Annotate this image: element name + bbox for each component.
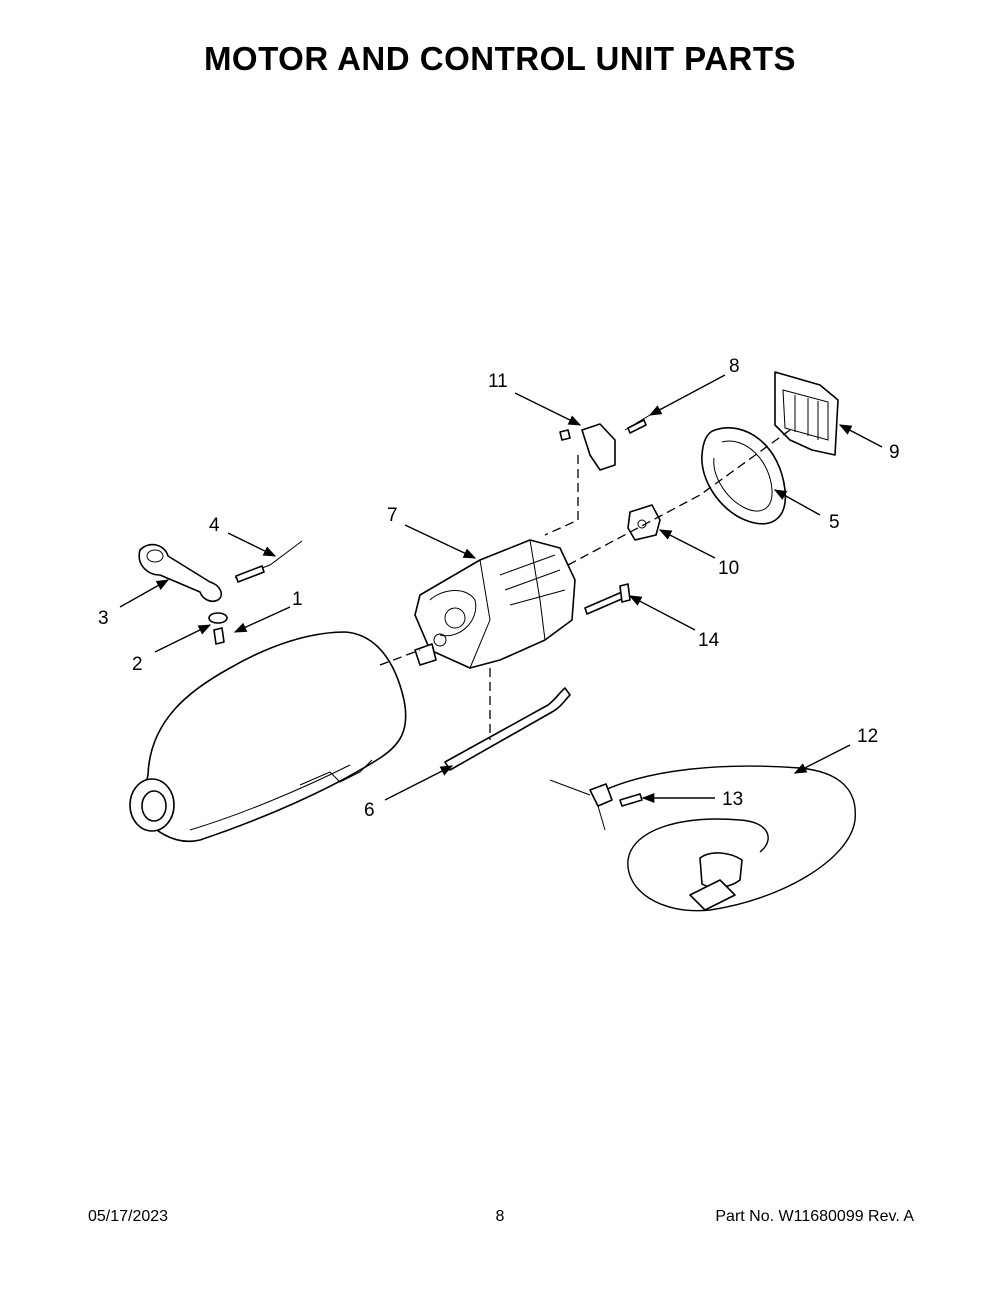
- part-9-control-board: [774, 371, 839, 456]
- part-10-bracket: [627, 504, 661, 541]
- part-6-rod: [444, 687, 571, 771]
- leader-12: [793, 744, 851, 774]
- leader-3: [119, 579, 170, 608]
- callout-12: 12: [857, 726, 878, 747]
- leader-8: [648, 374, 726, 416]
- callout-1: 1: [292, 589, 303, 610]
- leader-1: [233, 606, 291, 633]
- callout-13: 13: [722, 789, 743, 810]
- callout-7: 7: [387, 505, 398, 526]
- footer-part-number: Part No. W11680099 Rev. A: [715, 1208, 914, 1225]
- callout-5: 5: [829, 512, 840, 533]
- assembly-line-11-7: [544, 455, 579, 536]
- motor-housing: [129, 631, 407, 843]
- leader-lines: [119, 374, 883, 804]
- callout-8: 8: [729, 356, 740, 377]
- part-12-power-cord: [604, 765, 856, 912]
- part-13-strain-relief: [549, 779, 643, 831]
- leader-11: [514, 392, 582, 426]
- assembly-line-7-5: [567, 429, 791, 566]
- leader-7: [404, 524, 477, 559]
- callout-10: 10: [718, 558, 739, 579]
- leader-2: [154, 624, 212, 653]
- leader-5: [773, 489, 821, 516]
- footer-date: 05/17/2023: [88, 1208, 169, 1225]
- part-4-spring: [234, 540, 303, 583]
- callout-14: 14: [698, 630, 720, 651]
- callout-11: 11: [488, 371, 508, 392]
- part-11-clip: [559, 423, 616, 471]
- part-8-spring: [624, 414, 651, 434]
- leader-14: [628, 595, 696, 631]
- leader-10: [658, 529, 716, 559]
- part-14-bolt: [584, 583, 631, 615]
- part-1-2-screw-washer: [208, 612, 228, 645]
- leader-4: [227, 532, 277, 557]
- callout-3: 3: [98, 608, 109, 629]
- callout-6: 6: [364, 800, 375, 821]
- leader-6: [384, 765, 454, 801]
- part-7-motor: [414, 539, 576, 669]
- callout-4: 4: [209, 515, 220, 536]
- assembly-line-1-housing: [379, 649, 421, 666]
- page-title: MOTOR AND CONTROL UNIT PARTS: [203, 40, 797, 77]
- part-3-lever: [138, 543, 222, 603]
- callout-2: 2: [132, 654, 143, 675]
- callout-9: 9: [889, 442, 900, 463]
- footer-page-number: 8: [495, 1208, 505, 1225]
- leader-9: [838, 424, 883, 448]
